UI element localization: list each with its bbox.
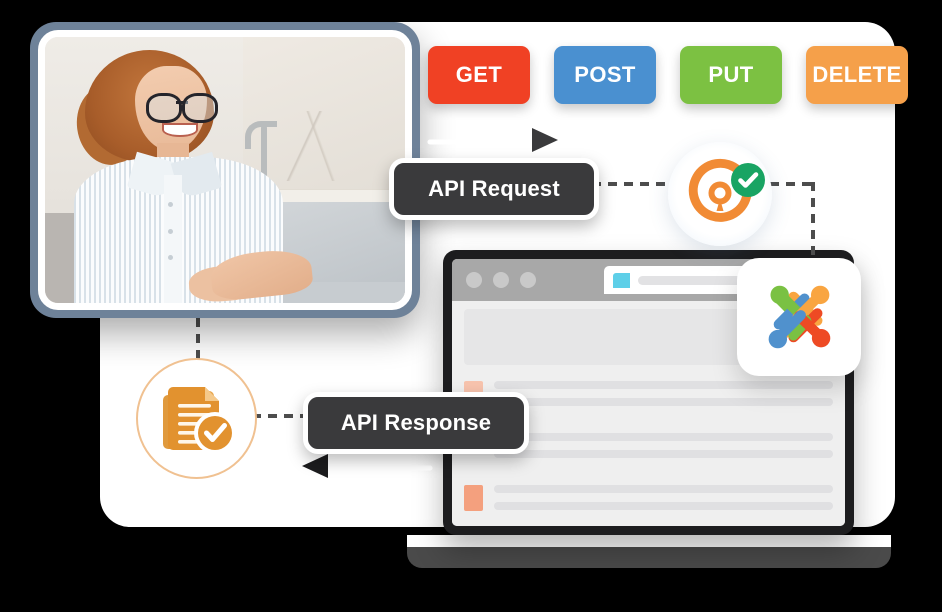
connector-request-to-security [592,182,670,186]
row-lines [494,485,833,510]
arrow-left-icon [299,451,433,481]
document-check-icon-wrapper [136,358,257,479]
get-method-button[interactable]: GET [428,46,530,104]
photo-shirt-button [168,201,174,207]
security-key-icon-wrapper [668,142,772,246]
api-response-label: API Response [303,392,529,454]
delete-method-button[interactable]: DELETE [806,46,908,104]
document-check-icon [162,386,236,454]
text-line [494,450,833,458]
api-request-label: API Request [389,158,599,220]
connector-security-to-corner [770,182,815,186]
connector-corner-to-joomla [811,182,815,266]
photo-eyeglasses [145,92,218,123]
api-request-label-text: API Request [428,176,560,201]
joomla-logo-icon [768,285,831,349]
window-dot-maximize[interactable] [520,272,536,288]
window-dot-minimize[interactable] [493,272,509,288]
user-photo [38,30,412,310]
put-method-button[interactable]: PUT [680,46,782,104]
photo-shirt-button [168,255,174,261]
api-response-label-text: API Response [340,410,492,435]
text-line [494,433,833,441]
laptop-base [407,535,891,568]
joomla-logo-tile[interactable] [737,258,861,376]
text-line [494,381,833,389]
window-dot-close[interactable] [466,272,482,288]
tab-title-placeholder [638,275,827,285]
post-method-button[interactable]: POST [554,46,656,104]
connector-photo-to-document [196,318,200,362]
photo-faucet [245,120,277,215]
connector-document-to-response [252,414,306,418]
photo-shirt-button [168,228,174,234]
secure-key-lock-icon [688,158,765,222]
photo-shirt-placket [163,175,182,303]
row-marker-icon [464,485,483,511]
row-lines [494,381,833,406]
photo-smile [163,124,197,136]
arrow-right-icon [427,125,561,154]
row-lines [494,433,833,458]
tab-favicon-icon [613,272,630,288]
text-line [494,485,833,493]
http-method-buttons: GET POST PUT DELETE [428,46,908,104]
photo-card [30,22,420,318]
text-line [494,398,833,406]
text-line [494,502,833,510]
content-row [464,485,833,511]
